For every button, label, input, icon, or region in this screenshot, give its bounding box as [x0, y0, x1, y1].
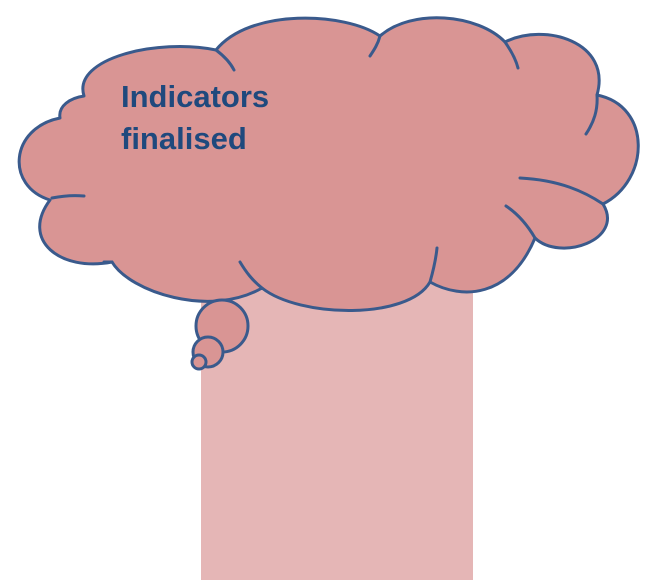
thought-cloud [19, 18, 638, 311]
cloud-label-line-1: Indicators [121, 76, 381, 118]
cloud-label: Indicators finalised [121, 76, 381, 160]
thought-bubble-small [192, 355, 206, 369]
cloud-label-line-2: finalised [121, 118, 381, 160]
